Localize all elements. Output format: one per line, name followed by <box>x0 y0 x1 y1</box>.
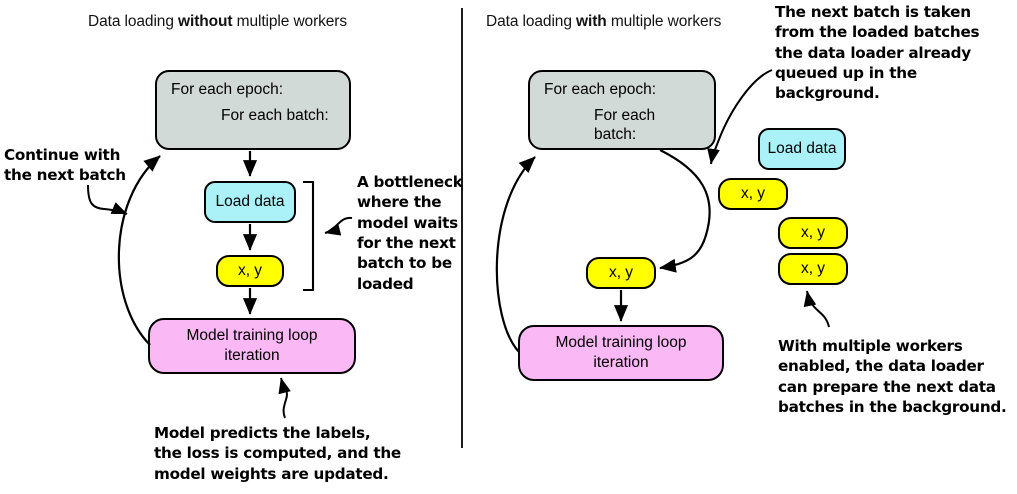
left-loop-box: For each epoch: For each batch: <box>155 70 351 150</box>
left-load-data-label: Load data <box>215 192 285 210</box>
annotation-with-multiple-workers: With multiple workers enabled, the data … <box>778 337 1007 417</box>
right-training-line2: iteration <box>593 354 649 371</box>
right-load-data-label: Load data <box>767 139 837 157</box>
right-loop-line1: For each epoch: <box>544 81 657 98</box>
annotation-continue-next-batch: Continue with the next batch <box>4 146 126 185</box>
right-training-box: Model training loop iteration <box>518 325 724 381</box>
right-batch-queued-2-label: x, y <box>800 259 826 277</box>
right-batch-queued-2-box: x, y <box>778 253 848 285</box>
left-panel-title: Data loading without multiple workers <box>88 13 347 31</box>
right-batch-taken-box: x, y <box>718 178 788 210</box>
right-load-data-box: Load data <box>758 128 846 170</box>
annotation-bottleneck: A bottleneck where the model waits for t… <box>357 173 463 293</box>
arrow-right-feedback-loop <box>495 156 536 353</box>
pointer-with-multiple-workers <box>803 290 830 328</box>
annotation-model-predicts: Model predicts the labels, the loss is c… <box>154 424 401 483</box>
left-training-line2: iteration <box>224 347 280 364</box>
annotation-next-batch-taken: The next batch is taken from the loaded … <box>775 3 980 103</box>
panel-divider <box>461 8 463 448</box>
right-batch-taken-label: x, y <box>740 184 766 202</box>
right-loop-box: For each epoch: For each batch: <box>528 70 716 150</box>
right-batch-queued-1-box: x, y <box>778 217 848 249</box>
right-training-line1: Model training loop <box>555 333 687 351</box>
left-title-prefix: Data loading <box>88 13 179 30</box>
pointer-model-predicts <box>278 377 291 419</box>
left-title-suffix: multiple workers <box>232 13 348 30</box>
bracket-bottleneck <box>303 180 315 292</box>
right-batch-queued-1-label: x, y <box>800 223 826 241</box>
right-title-suffix: multiple workers <box>606 13 722 30</box>
pointer-bottleneck <box>324 216 353 236</box>
left-batch-label: x, y <box>237 261 263 279</box>
right-panel-title: Data loading with multiple workers <box>486 13 721 31</box>
left-training-line1: Model training loop <box>186 326 318 344</box>
left-load-data-box: Load data <box>204 181 296 223</box>
right-batch-current-label: x, y <box>608 263 634 281</box>
arrow-right-loop-to-batch <box>659 149 711 273</box>
left-loop-line1: For each epoch: <box>171 81 284 98</box>
right-loop-line2: For each batch: <box>594 106 656 143</box>
right-title-prefix: Data loading <box>486 13 577 30</box>
right-title-emphasis: with <box>576 13 607 30</box>
right-batch-current-box: x, y <box>586 257 656 289</box>
left-title-emphasis: without <box>178 13 233 30</box>
left-training-box: Model training loop iteration <box>148 318 356 374</box>
left-loop-line2: For each batch: <box>221 106 329 124</box>
pointer-continue-next-batch <box>87 184 128 215</box>
left-batch-box: x, y <box>216 255 284 287</box>
